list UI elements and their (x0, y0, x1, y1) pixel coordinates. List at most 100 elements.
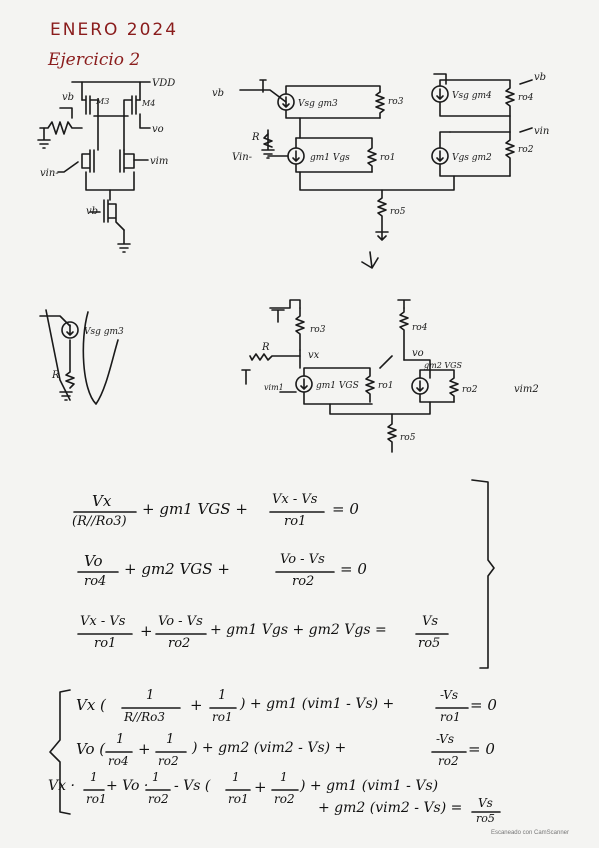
sys-l3-f3-den: ro1 (228, 792, 249, 806)
partial-src-label: Vsg gm3 (84, 327, 124, 337)
eq3-b-den: ro2 (168, 636, 191, 651)
ss-vin-right-label: vin (534, 126, 549, 137)
eq1-den: (R//Ro3) (72, 514, 127, 529)
simp-vo-label: vo (412, 348, 424, 359)
sys-l2-f2-den: ro2 (158, 754, 179, 768)
sys-l2-rhs: = 0 (468, 740, 495, 758)
sys-l2-p: + (138, 740, 151, 758)
eq2-rhs: = 0 (340, 560, 367, 578)
sys-l2-a: Vo ( (76, 740, 106, 758)
sys-l3-p: + (254, 778, 267, 796)
eq3-plus: + (140, 622, 153, 640)
sys-l3-f2-den: ro2 (148, 792, 169, 806)
vin-m-label: vim (150, 156, 168, 167)
simp-r-label: R (261, 342, 270, 353)
ss-vb-right-label: vb (534, 72, 546, 83)
ss-ro2-label: ro2 (518, 145, 534, 155)
sys-l4-f-den: ro5 (476, 812, 495, 825)
m3-label: M3 (95, 97, 109, 106)
m4-label: M4 (141, 99, 155, 108)
equation-brace (471, 479, 495, 669)
eq3-a-den: ro1 (94, 636, 117, 651)
eq3-c-num: Vs (422, 614, 439, 629)
sys-l1-b: ) + gm1 (vim1 - Vs) + (240, 696, 395, 712)
simp-ro1-label: ro1 (378, 381, 393, 391)
eq2-frac-den: ro2 (292, 574, 315, 589)
eq2-mid: + gm2 VGS + (124, 560, 230, 578)
sys-l1-rhs: = 0 (470, 696, 497, 714)
ss-ro4-label: ro4 (518, 93, 534, 103)
vo-label: vo (152, 124, 164, 135)
simp-vx-label: vx (308, 350, 320, 361)
eq2-num: Vo (84, 552, 103, 570)
simp-ro3-label: ro3 (310, 325, 326, 335)
sys-l1-a: Vx ( (76, 696, 106, 714)
sys-l3-f1-den: ro1 (86, 792, 107, 806)
small-signal-model (239, 73, 533, 269)
eq1-frac-num: Vx - Vs (272, 492, 318, 507)
sys-l4-f-num: Vs (478, 796, 493, 810)
eq2-frac-num: Vo - Vs (280, 552, 325, 567)
eq1-rhs: = 0 (332, 500, 359, 518)
sys-l3-c: - Vs ( (174, 778, 211, 794)
ss-r-label: R (251, 132, 260, 143)
simplified-circuit (241, 299, 459, 453)
scanner-footer: Escaneado con CamScanner (490, 830, 569, 836)
sys-l2-f3-num: -Vs (436, 732, 455, 746)
vb-bottom-label: vb (86, 206, 98, 217)
sys-l1-f3-num: -Vs (440, 688, 459, 702)
sys-l1-f3-den: ro1 (440, 710, 461, 724)
eq3-a-num: Vx - Vs (80, 614, 126, 629)
ss-vin-minus-label: Vin- (232, 152, 253, 163)
eq1-num: Vx (92, 492, 112, 510)
ss-ro5-label: ro5 (390, 207, 406, 217)
sys-l1-f1-den: R//Ro3 (124, 710, 166, 724)
eq1-frac-den: ro1 (284, 514, 307, 529)
eq2-den: ro4 (84, 574, 107, 589)
sys-l3-a: Vx · (48, 778, 75, 794)
sys-l2-b: ) + gm2 (vim2 - Vs) + (192, 740, 347, 756)
transistor-schematic (37, 81, 151, 253)
sys-l4-a: + gm2 (vim2 - Vs) = (318, 800, 463, 816)
simp-ro5-label: ro5 (400, 433, 416, 443)
simp-src-m2-label: gm2 VGS (424, 361, 463, 370)
sys-l3-d: ) + gm1 (vim1 - Vs) (300, 778, 439, 794)
sys-l3-f1-num: 1 (90, 770, 98, 784)
eq3-c-den: ro5 (418, 636, 441, 651)
sys-l2-f2-num: 1 (166, 732, 175, 747)
vin-minus-label: vin- (40, 168, 59, 179)
sys-l1-f2-num: 1 (218, 688, 227, 703)
eq1-mid: + gm1 VGS + (142, 500, 248, 518)
partial-r-label: R (51, 370, 60, 381)
ss-ro1-label: ro1 (380, 153, 395, 163)
simp-ro4-label: ro4 (412, 323, 428, 333)
eq3-mid: + gm1 Vgs + gm2 Vgs = (210, 622, 387, 638)
simp-src-m1-label: gm1 VGS (316, 381, 359, 391)
eq3-b-num: Vo - Vs (158, 614, 203, 629)
ss-src-m4-label: Vsg gm4 (452, 91, 492, 101)
partial-sketch (39, 309, 119, 405)
system-brace (49, 689, 71, 815)
ss-src-m1-label: gm1 Vgs (310, 153, 350, 163)
vdd-label: VDD (152, 78, 175, 89)
sys-l3-b: + Vo · (106, 778, 149, 794)
sys-l3-f3-num: 1 (232, 770, 240, 784)
simp-ro2-label: ro2 (462, 385, 478, 395)
ss-src-m2-label: Vgs gm2 (452, 153, 492, 163)
ss-vb-label: vb (212, 88, 224, 99)
page-title: ENERO 2024 (50, 20, 179, 40)
vb-label: vb (62, 92, 74, 103)
simp-vim1-label: vim1 (264, 383, 284, 392)
sys-l3-f4-num: 1 (280, 770, 288, 784)
simp-vim2-label: vim2 (514, 384, 539, 395)
sys-l3-f2-num: 1 (152, 770, 160, 784)
sys-l1-f1-num: 1 (146, 688, 155, 703)
sys-l1-p: + (190, 696, 203, 714)
ss-src-m3-label: Vsg gm3 (298, 99, 338, 109)
sys-l2-f1-num: 1 (116, 732, 125, 747)
sys-l2-f3-den: ro2 (438, 754, 459, 768)
sys-l3-f4-den: ro2 (274, 792, 295, 806)
page-subtitle: Ejercicio 2 (48, 50, 141, 70)
